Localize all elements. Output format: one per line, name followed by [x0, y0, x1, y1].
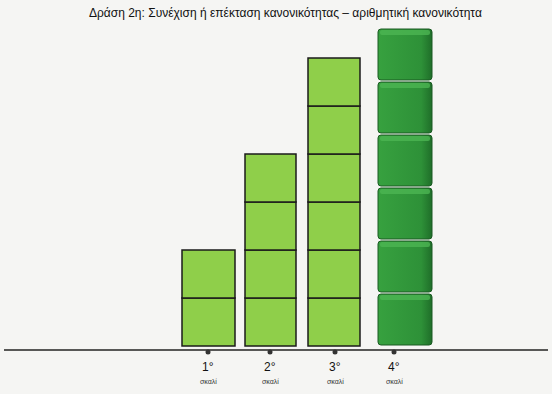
green-square: [245, 298, 296, 346]
ordinal-number: 3°: [329, 360, 340, 374]
green-square: [308, 58, 360, 106]
block-column: [378, 29, 432, 345]
step-dot: [206, 350, 211, 355]
green-square: [245, 250, 296, 298]
green-square: [308, 106, 360, 154]
base-line: [4, 349, 548, 351]
green-square: [245, 154, 296, 202]
step-dot: [333, 350, 338, 355]
step-dots: [206, 350, 397, 355]
green-square: [182, 250, 235, 298]
green-block: [378, 188, 432, 239]
title: Δράση 2η: Συνέχιση ή επέκταση κανονικότη…: [89, 6, 482, 20]
ordinal-number: 1°: [202, 360, 213, 374]
green-block: [378, 241, 432, 292]
step-word: σκαλί: [386, 378, 403, 385]
step-word: σκαλί: [262, 378, 279, 385]
green-block: [378, 294, 432, 345]
square-columns: [182, 58, 360, 346]
green-square: [308, 250, 360, 298]
green-square: [308, 154, 360, 202]
step-dot: [268, 350, 273, 355]
step-word: σκαλί: [327, 378, 344, 385]
green-block: [378, 82, 432, 133]
step-word: σκαλί: [200, 378, 217, 385]
green-block: [378, 29, 432, 80]
green-square: [245, 202, 296, 250]
green-square: [308, 202, 360, 250]
ordinal-number: 4°: [388, 360, 399, 374]
green-block: [378, 135, 432, 186]
green-square: [308, 298, 360, 346]
step-dot: [392, 350, 397, 355]
ordinal-number: 2°: [264, 360, 275, 374]
green-square: [182, 298, 235, 346]
